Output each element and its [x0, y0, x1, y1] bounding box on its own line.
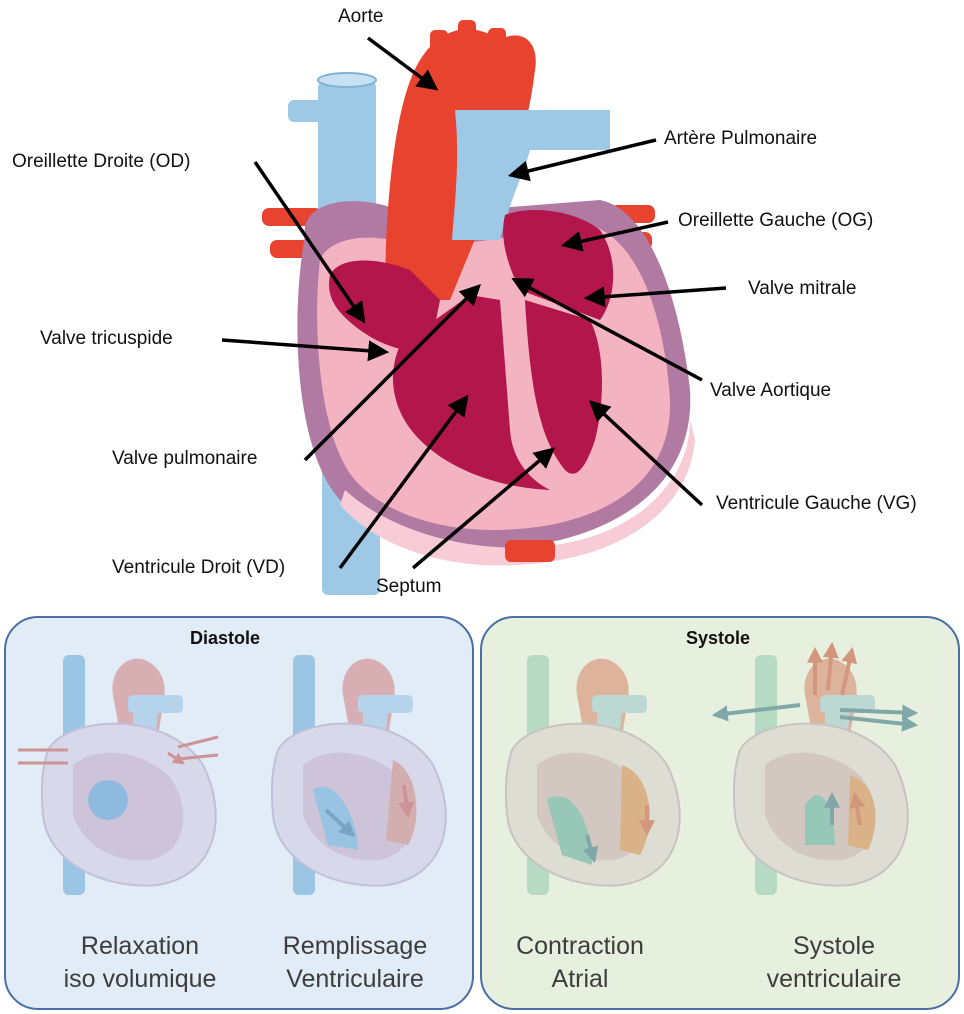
phase-contraction-caption: Contraction Atrial: [480, 930, 680, 996]
label-valve-tricuspide: Valve tricuspide: [40, 328, 173, 350]
phase-contraction-line2: Atrial: [480, 963, 680, 996]
phase-systole-caption: Systole ventriculaire: [734, 930, 934, 996]
label-septum: Septum: [376, 576, 441, 598]
label-valve-mitrale: Valve mitrale: [748, 278, 856, 300]
phase-contraction-line1: Contraction: [480, 930, 680, 963]
label-oreillette-droite: Oreillette Droite (OD): [12, 151, 190, 173]
diastole-title: Diastole: [190, 628, 260, 649]
label-valve-aortique: Valve Aortique: [710, 380, 831, 402]
phase-relaxation-caption: Relaxation iso volumique: [40, 930, 240, 996]
phase-systole-line2: ventriculaire: [734, 963, 934, 996]
label-artere-pulmonaire: Artère Pulmonaire: [664, 128, 817, 150]
systole-title: Systole: [686, 628, 750, 649]
phase-relaxation-line1: Relaxation: [40, 930, 240, 963]
phase-remplissage-line1: Remplissage: [255, 930, 455, 963]
phase-systole-line1: Systole: [734, 930, 934, 963]
phase-remplissage-line2: Ventriculaire: [255, 963, 455, 996]
label-valve-pulmonaire: Valve pulmonaire: [112, 448, 257, 470]
label-ventricule-droit: Ventricule Droit (VD): [112, 557, 285, 579]
label-ventricule-gauche: Ventricule Gauche (VG): [716, 493, 917, 515]
label-aorte: Aorte: [338, 6, 383, 28]
phase-relaxation-line2: iso volumique: [40, 963, 240, 996]
label-oreillette-gauche: Oreillette Gauche (OG): [678, 210, 873, 232]
main-heart: [262, 20, 695, 595]
phase-remplissage-caption: Remplissage Ventriculaire: [255, 930, 455, 996]
